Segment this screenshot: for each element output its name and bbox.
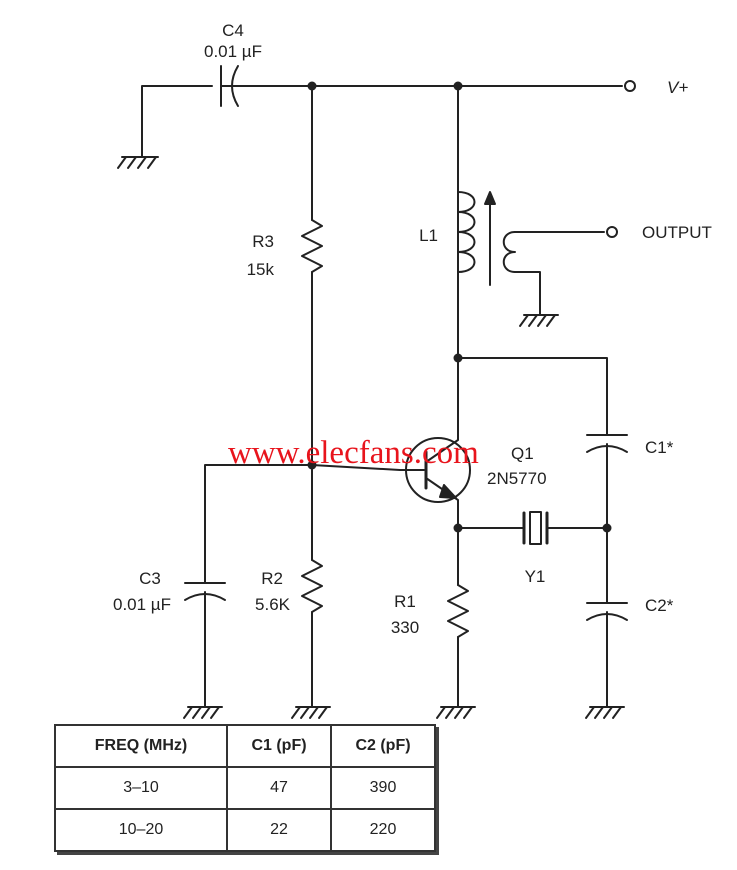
ground-symbol-c3: [183, 706, 223, 719]
y1-crystal: [529, 511, 542, 545]
q1-value: 2N5770: [487, 469, 547, 488]
junction-dot: [453, 523, 463, 533]
ground-symbol-l1: [519, 314, 559, 327]
junction-dot: [453, 353, 463, 363]
c4-plate-curved: [231, 65, 239, 107]
vplus-label: V+: [667, 78, 688, 97]
q1-label: Q1: [511, 444, 534, 463]
r3-value: 15k: [247, 260, 275, 279]
table-header-cell: C2 (pF): [330, 724, 436, 768]
table-cell: 22: [226, 808, 332, 852]
r2-value: 5.6K: [255, 595, 291, 614]
l1-primary-coil: [457, 191, 476, 273]
table-header-row: FREQ (MHz) C1 (pF) C2 (pF): [54, 724, 436, 768]
c3-wire: [204, 464, 313, 583]
r1-resistor: [447, 584, 469, 638]
c4-value: 0.01 µF: [204, 42, 262, 61]
r3-resistor: [301, 219, 323, 273]
watermark: www.elecfans.com: [228, 435, 479, 471]
table-cell: 10–20: [54, 808, 228, 852]
r2-resistor: [301, 559, 323, 613]
junction-dot: [602, 523, 612, 533]
l1-secondary-ground-wire: [514, 271, 541, 315]
c1-label: C1*: [645, 438, 674, 457]
ground-symbol-c4: [117, 156, 159, 169]
c3-value: 0.01 µF: [113, 595, 171, 614]
ground-symbol-r2: [291, 706, 331, 719]
q1-emitter-lead: [425, 477, 459, 586]
q1-emitter-arrow: [439, 484, 457, 499]
vplus-terminal: [624, 80, 636, 92]
ground-symbol-c2: [585, 706, 625, 719]
output-label: OUTPUT: [642, 223, 712, 242]
table-row: 3–10 47 390: [54, 766, 436, 810]
table-cell: 390: [330, 766, 436, 810]
table-cell: 220: [330, 808, 436, 852]
frequency-table: FREQ (MHz) C1 (pF) C2 (pF) 3–10 47 390 1…: [54, 724, 436, 852]
c4-label: C4: [222, 21, 244, 40]
r2-label: R2: [261, 569, 283, 588]
l1-tuning-arrowhead: [484, 191, 496, 205]
q1-collector-lead: [425, 85, 459, 463]
r1-value: 330: [391, 618, 419, 637]
table-header-cell: C1 (pF): [226, 724, 332, 768]
l1-label: L1: [419, 226, 438, 245]
r3-label: R3: [252, 232, 274, 251]
base-wire: [311, 464, 425, 471]
table-cell: 3–10: [54, 766, 228, 810]
junction-dot: [307, 460, 317, 470]
q1-body: [405, 437, 471, 503]
ground-symbol-r1: [436, 706, 476, 719]
c4-ground-wire: [141, 85, 213, 157]
junction-dot: [453, 81, 463, 91]
table-cell: 47: [226, 766, 332, 810]
c2-label: C2*: [645, 596, 674, 615]
table-row: 10–20 22 220: [54, 808, 436, 852]
c3-label: C3: [139, 569, 161, 588]
c1-top-wire: [457, 357, 608, 435]
l1-secondary-coil: [502, 231, 516, 273]
junction-dot: [307, 81, 317, 91]
y1-label: Y1: [525, 567, 546, 586]
output-terminal: [606, 226, 618, 238]
r1-label: R1: [394, 592, 416, 611]
table-header-cell: FREQ (MHz): [54, 724, 228, 768]
